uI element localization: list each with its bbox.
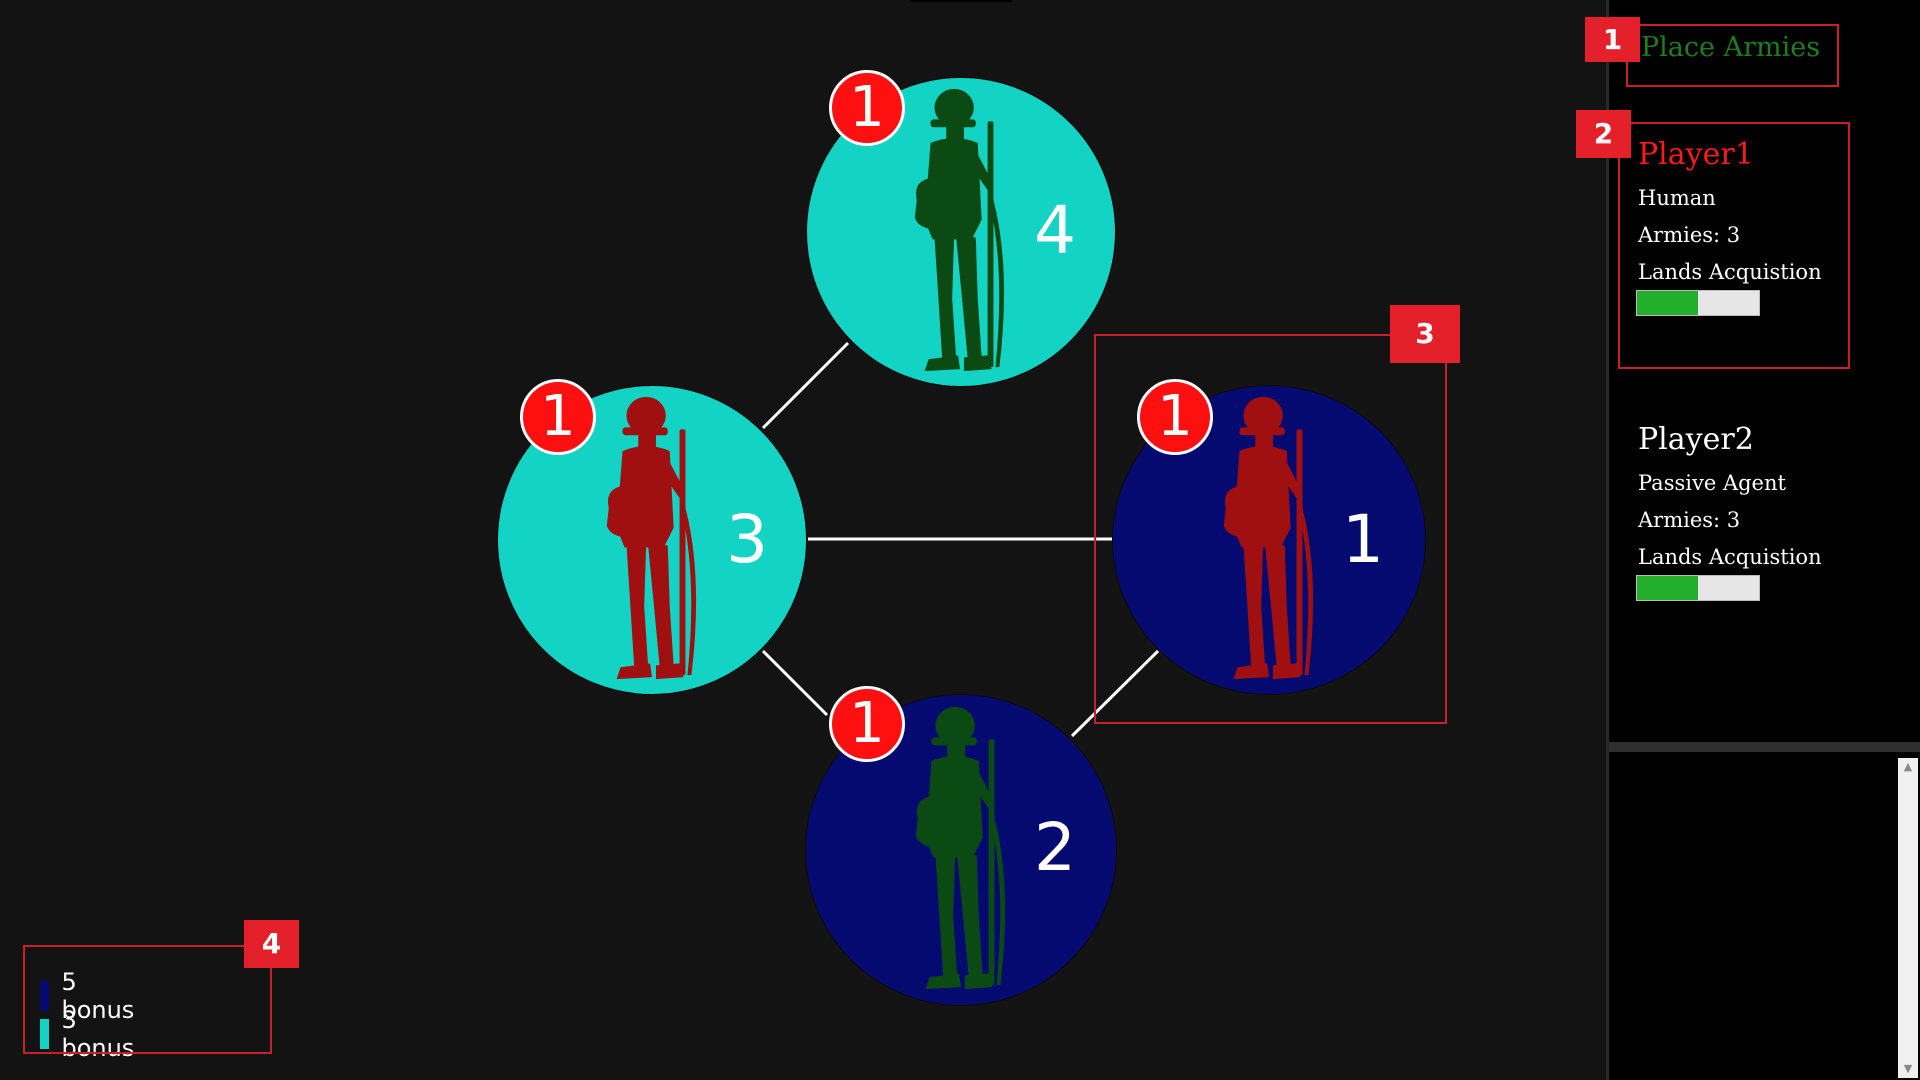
phase-label: Place Armies (1641, 32, 1821, 63)
annotation-box-2 (1618, 122, 1850, 369)
legend-item: 3 bonus (40, 1006, 137, 1062)
annotation-box-1 (1626, 24, 1839, 87)
scroll-up-icon[interactable]: ▲ (1903, 760, 1913, 773)
owner-badge-top: 1 (829, 70, 905, 146)
lands-progress-bar (1636, 290, 1760, 316)
connections (761, 341, 1160, 738)
legend-label: 3 bonus (61, 1006, 135, 1062)
progress-fill (1637, 291, 1698, 315)
soldier-icon (594, 390, 714, 685)
log-scrollbar[interactable]: ▲ ▼ (1898, 758, 1918, 1078)
annotation-tag-4: 4 (244, 920, 299, 968)
annotation-box-3 (1094, 334, 1447, 724)
army-count-right: 1 (1342, 501, 1384, 578)
connection-right-bottom (1070, 649, 1160, 738)
soldier-icon (902, 82, 1022, 377)
player-name: Player1 (1638, 137, 1754, 172)
army-count-bottom: 2 (1034, 809, 1076, 886)
top-strip (910, 0, 1012, 2)
legend-swatch (40, 981, 50, 1011)
log-panel[interactable] (1609, 752, 1920, 1080)
progress-fill (1637, 576, 1698, 600)
owner-badge-bottom: 1 (829, 686, 905, 762)
progress-label: Lands Acquistion (1638, 260, 1822, 284)
player-type: Human (1638, 186, 1716, 210)
player-name: Player2 (1638, 422, 1754, 457)
owner-badge-left: 1 (520, 379, 596, 455)
panel-divider (1609, 742, 1920, 752)
army-count-left: 3 (726, 501, 768, 578)
legend-label: 5 bonus (61, 968, 135, 1024)
sidebar-border (1606, 0, 1609, 1080)
game-board: 4 3 1 2 1 1 1 1 3 5 bonus 3 bonus 4 (0, 0, 1460, 1062)
annotation-tag-2: 2 (1576, 110, 1631, 158)
scroll-down-icon[interactable]: ▼ (1903, 1062, 1913, 1075)
connection-left-bottom (761, 649, 829, 717)
annotation-tag-1: 1 (1585, 17, 1640, 62)
legend-item: 5 bonus (40, 968, 137, 1024)
bonus-legend: 5 bonus 3 bonus (0, 0, 134, 1062)
player-type: Passive Agent (1638, 471, 1786, 495)
lands-progress-bar (1636, 575, 1760, 601)
owner-badge-right: 1 (1137, 379, 1213, 455)
annotation-tag-3: 3 (1390, 305, 1460, 363)
player-armies: Armies: 3 (1638, 223, 1741, 247)
connection-top-left (761, 341, 850, 430)
progress-label: Lands Acquistion (1638, 545, 1822, 569)
army-count-top: 4 (1034, 192, 1076, 269)
player-armies: Armies: 3 (1638, 508, 1741, 532)
annotation-box-4 (23, 945, 272, 1054)
soldier-icon (903, 700, 1023, 995)
legend-swatch (40, 1019, 50, 1049)
